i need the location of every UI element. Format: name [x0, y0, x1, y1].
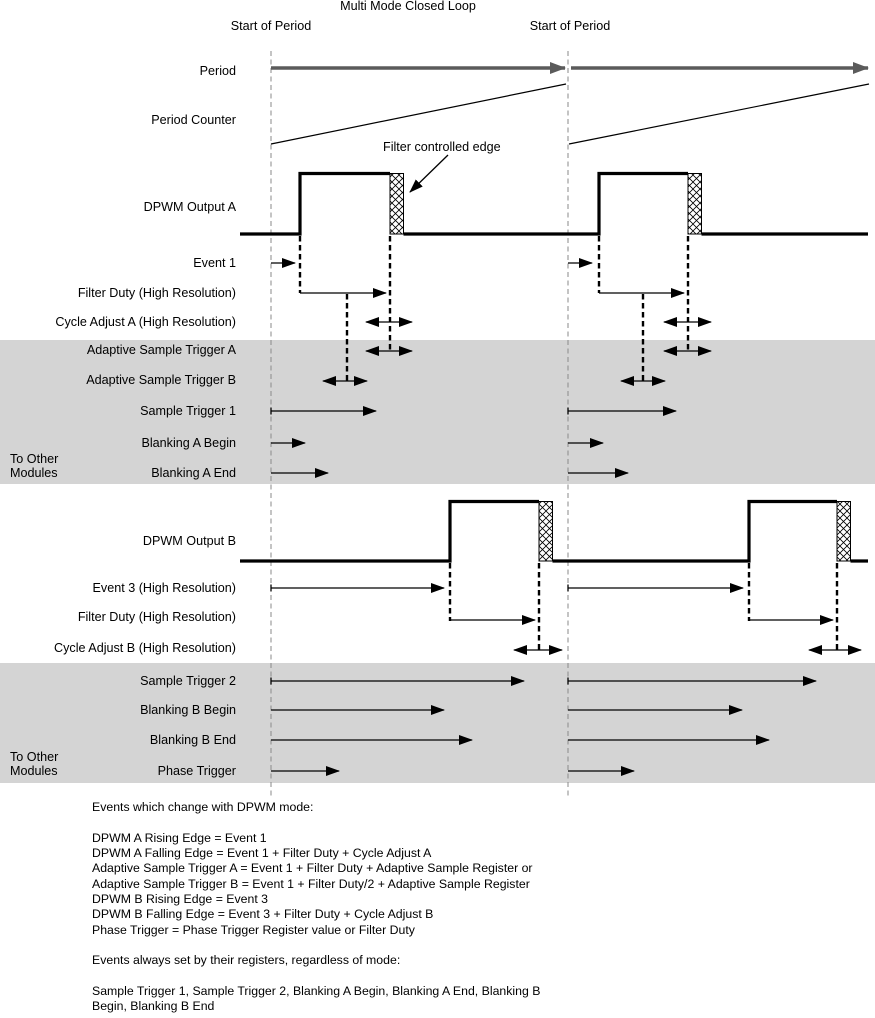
footnote-line: Begin, Blanking B End: [92, 999, 215, 1014]
filter-controlled-edge-region-a2: [687, 173, 702, 235]
period-counter-ramps: [270, 83, 870, 145]
period-counter-ramp-2: [568, 83, 870, 145]
footnote-line: DPWM B Falling Edge = Event 3 + Filter D…: [92, 907, 434, 922]
to-other-modules-label-a: To Other Modules: [10, 452, 59, 480]
label-dpwm-output-a: DPWM Output A: [143, 200, 236, 214]
label-blanking-b-begin: Blanking B Begin: [140, 703, 236, 717]
label-blanking-b-end: Blanking B End: [149, 733, 236, 747]
period-counter-ramp-1: [270, 83, 567, 145]
dpwm-b-trace: [240, 499, 868, 563]
start-of-period-label-right: Start of Period: [529, 19, 611, 33]
label-cycle-adjust-b: Cycle Adjust B (High Resolution): [54, 641, 236, 655]
footnote-line: Events which change with DPWM mode:: [92, 800, 314, 814]
footnote-line: [92, 815, 732, 830]
label-period-counter: Period Counter: [151, 113, 236, 127]
to-other-modules-label-b: To Other Modules: [10, 750, 59, 778]
label-phase-trigger: Phase Trigger: [157, 764, 236, 778]
footnote-line: DPWM B Rising Edge = Event 3: [92, 892, 268, 907]
footnotes: Events which change with DPWM mode: DPWM…: [92, 800, 732, 1015]
label-sample-trigger-2: Sample Trigger 2: [140, 674, 236, 688]
to-other-modules-band-a: [0, 340, 875, 484]
start-of-period-label-left: Start of Period: [230, 19, 312, 33]
label-cycle-adjust-a: Cycle Adjust A (High Resolution): [55, 315, 236, 329]
label-period: Period: [199, 64, 236, 78]
label-sample-trigger-1: Sample Trigger 1: [140, 404, 236, 418]
footnote-line: [92, 969, 732, 984]
label-filter-duty-b: Filter Duty (High Resolution): [77, 610, 236, 624]
label-dpwm-output-b: DPWM Output B: [142, 534, 236, 548]
label-blanking-a-begin: Blanking A Begin: [141, 436, 236, 450]
footnote-line: DPWM A Falling Edge = Event 1 + Filter D…: [92, 846, 432, 861]
footnote-line: Events always set by their registers, re…: [92, 953, 401, 968]
label-adaptive-sample-trigger-b: Adaptive Sample Trigger B: [86, 373, 236, 387]
label-adaptive-sample-trigger-a: Adaptive Sample Trigger A: [86, 343, 236, 357]
timing-arrows: [270, 258, 862, 776]
start-of-period-guides: [270, 51, 569, 797]
diagram-title: Multi Mode Closed Loop: [340, 0, 476, 13]
filter-controlled-edge-region-b2: [836, 501, 851, 562]
filter-controlled-edge-region-a1: [389, 173, 404, 235]
label-event-1: Event 1: [193, 256, 236, 270]
footnote-line: Sample Trigger 1, Sample Trigger 2, Blan…: [92, 984, 541, 999]
event-guide-dashes: [298, 236, 839, 651]
footnote-line: Phase Trigger = Phase Trigger Register v…: [92, 922, 415, 937]
footnote-line: DPWM A Rising Edge = Event 1: [92, 830, 267, 845]
dpwm-output-b-waveform: [240, 499, 868, 563]
label-blanking-a-end: Blanking A End: [151, 466, 236, 480]
label-event-3: Event 3 (High Resolution): [92, 581, 237, 595]
filter-controlled-edge-label: Filter controlled edge: [383, 140, 501, 154]
dpwm-a-trace: [240, 171, 868, 236]
label-filter-duty-a: Filter Duty (High Resolution): [77, 286, 236, 300]
footnote-line: Adaptive Sample Trigger A = Event 1 + Fi…: [92, 861, 533, 876]
footnote-line: Adaptive Sample Trigger B = Event 1 + Fi…: [92, 876, 530, 891]
filter-controlled-edge-region-b1: [538, 501, 553, 562]
filter-controlled-edge-callout-arrow: [409, 154, 449, 193]
footnote-line: [92, 938, 732, 953]
to-other-modules-band-b: [0, 663, 875, 783]
dpwm-output-a-waveform: [240, 171, 868, 236]
